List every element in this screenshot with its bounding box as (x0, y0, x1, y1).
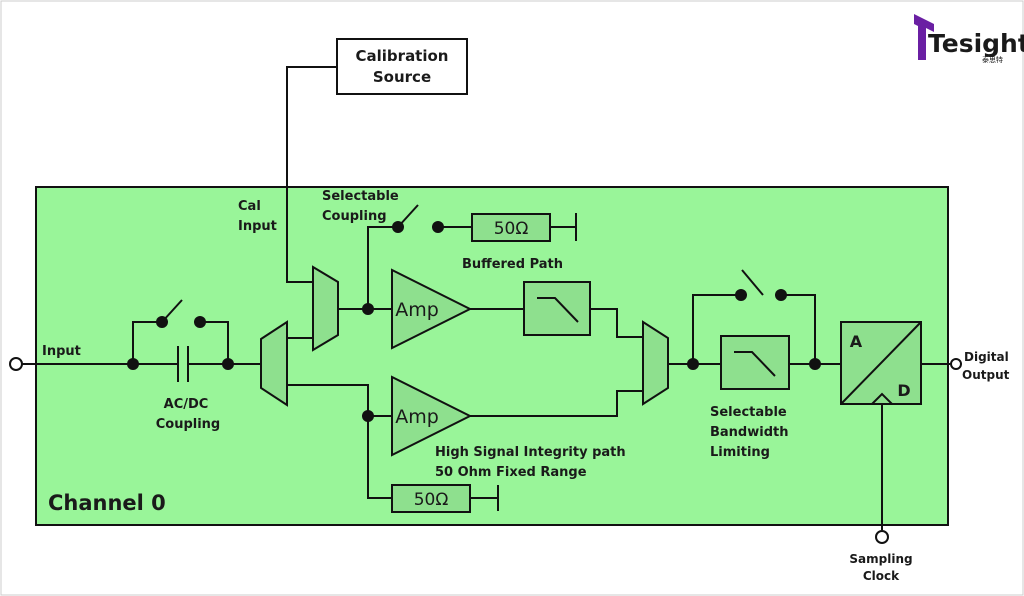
buffered-amp (391, 268, 473, 350)
sampling-clock-label-line2: Clock (863, 569, 900, 583)
ac-dc-label-line2: Coupling (156, 417, 221, 432)
sampling-clock-label-line1: Sampling (849, 552, 912, 566)
cal-mux (312, 265, 339, 352)
selectable-coupling-label-line1: Selectable (322, 189, 399, 204)
adc-block: A D (840, 321, 922, 405)
junction-dots (127, 221, 821, 422)
high-integrity-label-line2: 50 Ohm Fixed Range (435, 465, 587, 480)
capacitor (177, 346, 189, 382)
selectable-coupling-label-line2: Coupling (322, 209, 387, 224)
resistor-upper-label: 50Ω (494, 219, 529, 239)
brand-logo: Tesight 泰思特 (914, 14, 1024, 64)
calibration-source-line1: Calibration (356, 47, 449, 65)
digital-output-label-line2: Output (962, 368, 1010, 382)
ac-dc-label-line1: AC/DC (164, 397, 209, 412)
clock-edge-icon (871, 392, 893, 405)
buffered-filter (523, 281, 591, 336)
logo-text: Tesight (928, 29, 1024, 58)
input-mux (260, 320, 288, 407)
resistor-lower (391, 484, 471, 513)
high-integrity-label-line1: High Signal Integrity path (435, 445, 626, 460)
buffered-amp-label: Amp (395, 299, 439, 321)
buffered-path-label: Buffered Path (462, 257, 563, 272)
calibration-source-line2: Source (373, 68, 431, 86)
bandwidth-label-line3: Limiting (710, 445, 770, 460)
bandwidth-label-line2: Bandwidth (710, 425, 788, 440)
sampling-clock-terminal (875, 530, 889, 544)
channel-label: Channel 0 (48, 491, 166, 515)
logo-mark-icon (914, 14, 926, 60)
lowpass-icon (537, 297, 579, 323)
high-integrity-amp (391, 375, 473, 457)
output-mux (642, 320, 669, 406)
digital-output-label-line1: Digital (964, 350, 1009, 364)
bandwidth-filter (720, 335, 790, 390)
input-label: Input (42, 344, 81, 359)
logo-subtext: 泰思特 (982, 55, 1003, 64)
resistor-lower-label: 50Ω (414, 490, 449, 510)
adc-d-label: D (897, 381, 910, 400)
cal-input-label-line2: Input (238, 219, 277, 234)
lowpass-icon (734, 351, 776, 377)
adc-a-label: A (850, 332, 863, 351)
input-terminal (9, 357, 23, 371)
high-integrity-amp-label: Amp (395, 406, 439, 428)
cal-input-label-line1: Cal (238, 199, 261, 214)
bandwidth-label-line1: Selectable (710, 405, 787, 420)
resistor-upper (471, 213, 551, 242)
digital-output-terminal (950, 358, 962, 370)
